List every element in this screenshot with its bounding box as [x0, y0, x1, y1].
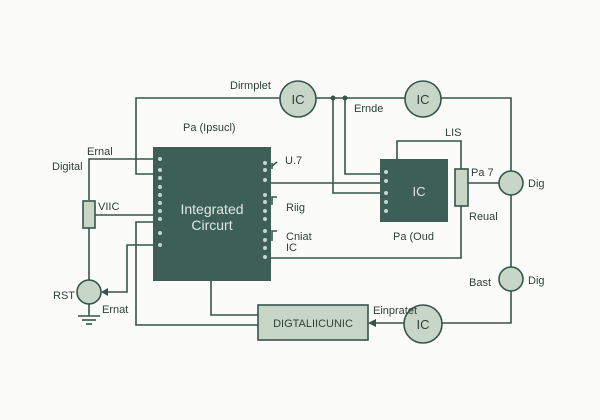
- label-u7: U.7: [285, 155, 302, 167]
- label-cniat: Cniat: [286, 231, 312, 243]
- right-pins: [263, 161, 267, 259]
- label-reual: Reual: [469, 211, 498, 223]
- main-ic-title-2: Circurt: [191, 217, 232, 233]
- label-einpratet: Einpratet: [373, 305, 417, 317]
- label-dirmplet: Dirmplet: [230, 80, 271, 92]
- label-ernat: Ernat: [102, 304, 128, 316]
- circle-label: IC: [417, 317, 430, 332]
- label-lis: LIS: [445, 127, 462, 139]
- label-pa-ipsucl: Pa (Ipsucl): [183, 122, 236, 134]
- label-rst: RST: [53, 290, 75, 302]
- label-pa7: Pa 7: [471, 167, 494, 179]
- circle-ic-top-right[interactable]: IC: [404, 80, 442, 118]
- small-ic-label: IC: [413, 184, 426, 199]
- small-ic[interactable]: IC: [380, 159, 448, 222]
- label-dig-top: Dig: [528, 178, 545, 190]
- label-ic-right: IC: [286, 242, 297, 254]
- node-dig-top[interactable]: [498, 170, 524, 196]
- node-rst[interactable]: [76, 279, 102, 305]
- digital-box-label: DIGTALIICUNIC: [273, 318, 353, 330]
- circle-label: IC: [417, 92, 430, 107]
- label-dig-bottom: Dig: [528, 275, 545, 287]
- label-pa-oud: Pa (Oud: [393, 231, 434, 243]
- circle-ic-bottom[interactable]: IC: [403, 304, 443, 344]
- label-ernal: Ernal: [87, 146, 113, 158]
- resistor-left[interactable]: [82, 200, 96, 229]
- label-viic: VIIC: [98, 201, 119, 213]
- circle-ic-top-left[interactable]: IC: [279, 80, 317, 118]
- main-integrated-circuit[interactable]: Integrated Circurt: [153, 147, 271, 281]
- label-ernde: Ernde: [354, 103, 383, 115]
- main-ic-title-1: Integrated: [180, 201, 243, 217]
- node-dig-bottom[interactable]: [498, 266, 524, 292]
- left-pins: [158, 157, 162, 247]
- resistor-right[interactable]: [454, 168, 469, 207]
- labels: Dirmplet Pa (Ipsucl) Ernal Digital VIIC …: [52, 80, 545, 317]
- label-bast: Bast: [469, 277, 491, 289]
- digital-box[interactable]: DIGTALIICUNIC: [257, 304, 369, 341]
- label-riig: Riig: [286, 202, 305, 214]
- label-digital: Digital: [52, 161, 83, 173]
- circle-label: IC: [292, 92, 305, 107]
- wires: [78, 95, 512, 327]
